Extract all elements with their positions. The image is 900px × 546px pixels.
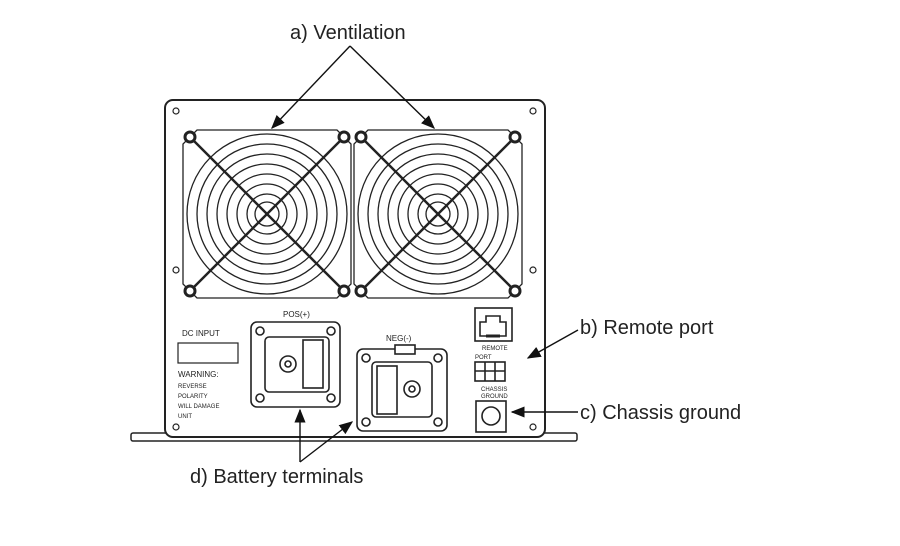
battery-terminals-label: d) Battery terminals (190, 466, 363, 488)
port-connector (474, 361, 506, 382)
chassis-label: CHASSIS (481, 387, 507, 393)
remote-port-jack (474, 307, 513, 342)
ventilation-fan (182, 129, 352, 299)
ventilation-fan (353, 129, 523, 299)
fan-mounting-screw (183, 130, 197, 144)
chassis-ground-label: c) Chassis ground (580, 402, 741, 424)
battery-arrow-neg (299, 421, 354, 463)
warning-line: POLARITY (178, 394, 208, 400)
fan-mounting-screw (183, 284, 197, 298)
fan-mounting-screw (508, 284, 522, 298)
ground-label: GROUND (481, 394, 508, 400)
port-label: PORT (475, 355, 492, 361)
pos-label: POS(+) (283, 310, 310, 319)
ventilation-arrow-left (271, 45, 351, 130)
remote-port-arrow (526, 329, 579, 359)
positive-terminal (250, 321, 341, 408)
fan-mounting-screw (354, 130, 368, 144)
ventilation-label: a) Ventilation (290, 22, 406, 44)
neg-label: NEG(-) (386, 334, 412, 343)
fan-mounting-screw (337, 284, 351, 298)
remote-port-label: b) Remote port (580, 317, 714, 339)
warning-title: WARNING: (178, 370, 219, 379)
warning-line: UNIT (178, 414, 192, 420)
negative-terminal (356, 344, 448, 432)
fan-mounting-screw (337, 130, 351, 144)
warning-line: WILL DAMAGE (178, 404, 219, 410)
chassis-ground-terminal (475, 400, 507, 433)
screw-holes (172, 107, 537, 431)
fan-mounting-screw (354, 284, 368, 298)
dc-input-plate (177, 342, 239, 364)
remote-label: REMOTE (482, 346, 508, 352)
fan-mounting-screw (508, 130, 522, 144)
ventilation-arrow-right (349, 45, 436, 129)
warning-line: REVERSE (178, 384, 207, 390)
dc-input-label: DC INPUT (182, 329, 220, 338)
